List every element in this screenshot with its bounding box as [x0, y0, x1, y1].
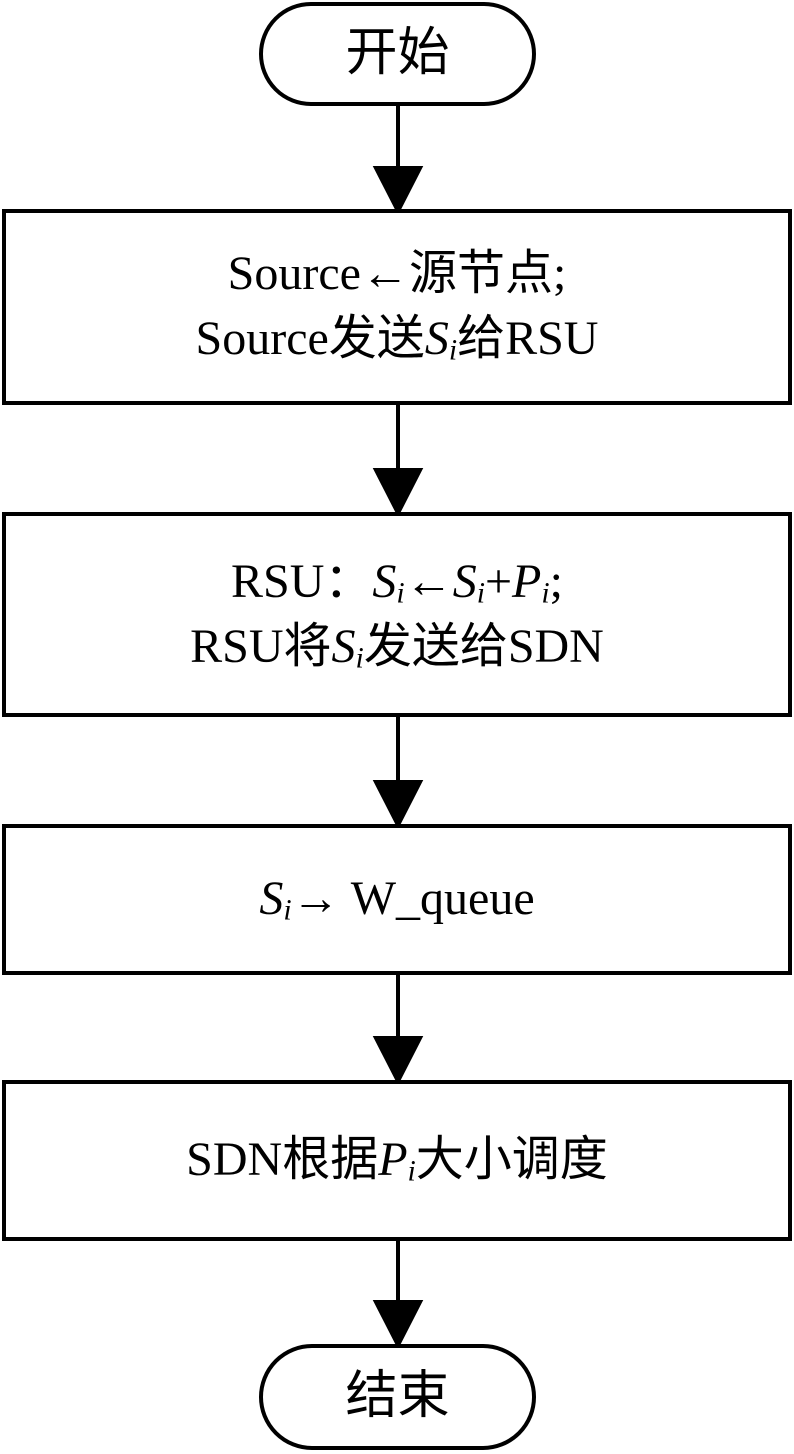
- arrowhead-step4: [372, 1036, 424, 1086]
- arrowhead-step2: [372, 468, 424, 518]
- step-source-send: Source←源节点; Source发送Si给RSU: [2, 209, 792, 405]
- end-label: 结束: [345, 1368, 450, 1425]
- step1-line2: Source发送Si给RSU: [195, 312, 599, 367]
- arrowhead-step3: [372, 780, 424, 830]
- end-node: 结束: [259, 1344, 536, 1450]
- step4-line1: SDN根据Pi大小调度: [186, 1133, 608, 1188]
- step-queue: Si→ W_queue: [2, 824, 792, 975]
- arrowhead-step1: [372, 166, 424, 216]
- step2-line1: RSU：Si←Si+Pi;: [231, 554, 563, 610]
- step-rsu-forward: RSU：Si←Si+Pi; RSU将Si发送给SDN: [2, 512, 792, 717]
- step1-line1: Source←源节点;: [227, 247, 567, 301]
- start-label: 开始: [345, 25, 450, 82]
- step2-line2: RSU将Si发送给SDN: [190, 619, 604, 674]
- start-node: 开始: [259, 2, 536, 106]
- step3-line1: Si→ W_queue: [259, 872, 535, 927]
- arrowhead-end: [372, 1300, 424, 1350]
- step-sdn-schedule: SDN根据Pi大小调度: [2, 1080, 792, 1241]
